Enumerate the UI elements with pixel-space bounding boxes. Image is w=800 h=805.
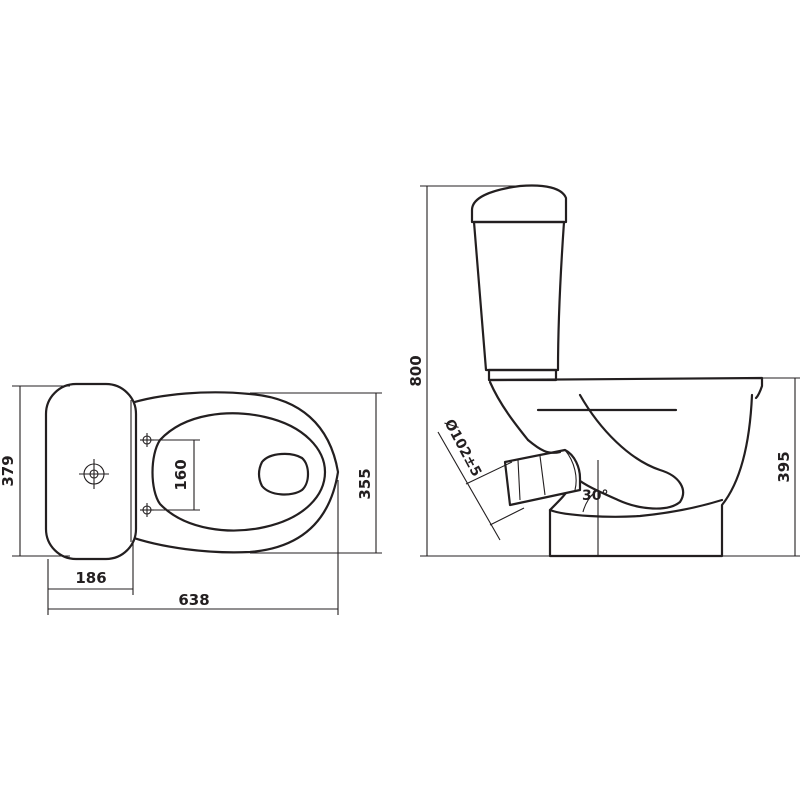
seat-outline-top [151, 412, 327, 532]
dimension-label-379: 379 [0, 455, 17, 486]
drain-opening-top [257, 452, 310, 496]
flush-button-icon [79, 459, 109, 489]
dimension-label-355: 355 [356, 468, 374, 499]
dimension-bowl-height: 395 [722, 377, 800, 557]
dimension-label-160: 160 [172, 459, 190, 490]
dimension-label-186: 186 [75, 569, 106, 587]
dimension-total-length: 638 [48, 480, 339, 615]
dimension-tank-length: 186 [47, 540, 134, 615]
bolt-hole-icon [140, 433, 154, 447]
dimension-label-angle: 30° [582, 488, 608, 504]
bowl-outline-top [123, 391, 340, 554]
bowl-rim [488, 376, 764, 400]
top-view: 160 379 355 186 638 [0, 382, 382, 615]
dimension-depth-tank: 379 [0, 385, 70, 557]
outlet-collar [526, 438, 562, 454]
bolt-hole-icon [140, 503, 154, 517]
bowl-trap [574, 393, 685, 510]
outlet-pipe-inner [517, 449, 577, 501]
cistern-body [472, 220, 566, 372]
bowl-outer-profile [488, 380, 754, 558]
dimension-bolt-spacing: 160 [152, 439, 200, 511]
dimension-depth-bowl: 355 [250, 392, 382, 554]
dimension-label-395: 395 [775, 451, 793, 482]
dimension-label-638: 638 [178, 591, 209, 609]
dimension-label-800: 800 [407, 355, 425, 386]
bowl-foot [548, 498, 724, 518]
cistern-lid [470, 184, 568, 224]
side-view: 30° Ø102±5 800 395 [407, 184, 800, 558]
dimension-outlet-angle: 30° [582, 460, 608, 556]
dimension-total-height: 800 [407, 185, 550, 557]
